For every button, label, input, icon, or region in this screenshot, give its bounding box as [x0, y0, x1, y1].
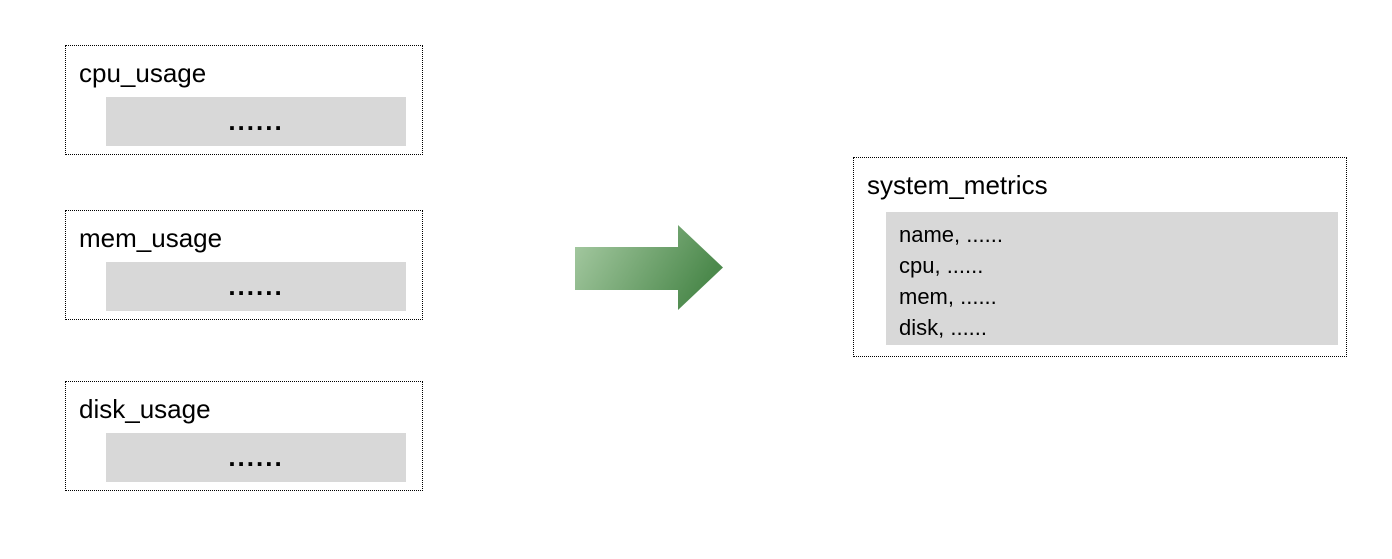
source-table-disk-usage: disk_usage ......	[65, 381, 423, 491]
table-rows-placeholder: ......	[106, 262, 406, 311]
table-title: cpu_usage	[79, 58, 207, 88]
ellipsis-text: ......	[228, 442, 284, 472]
table-title: disk_usage	[79, 394, 211, 424]
column-row: mem, ......	[899, 284, 997, 309]
table-rows-placeholder: ......	[106, 433, 406, 482]
ellipsis-text: ......	[228, 271, 284, 301]
column-row: name, ......	[899, 222, 1003, 247]
column-row: disk, ......	[899, 315, 988, 340]
table-title: system_metrics	[867, 170, 1048, 200]
ellipsis-text: ......	[228, 106, 284, 136]
table-rows-placeholder: ......	[106, 97, 406, 146]
source-table-cpu-usage: cpu_usage ......	[65, 45, 423, 155]
right-arrow-icon	[575, 225, 723, 310]
table-title: mem_usage	[79, 223, 223, 253]
table-columns-panel: name, ...... cpu, ...... mem, ...... dis…	[886, 212, 1338, 345]
column-row: cpu, ......	[899, 253, 984, 278]
source-table-mem-usage: mem_usage ......	[65, 210, 423, 320]
result-table-system-metrics: system_metrics name, ...... cpu, ...... …	[853, 157, 1347, 357]
